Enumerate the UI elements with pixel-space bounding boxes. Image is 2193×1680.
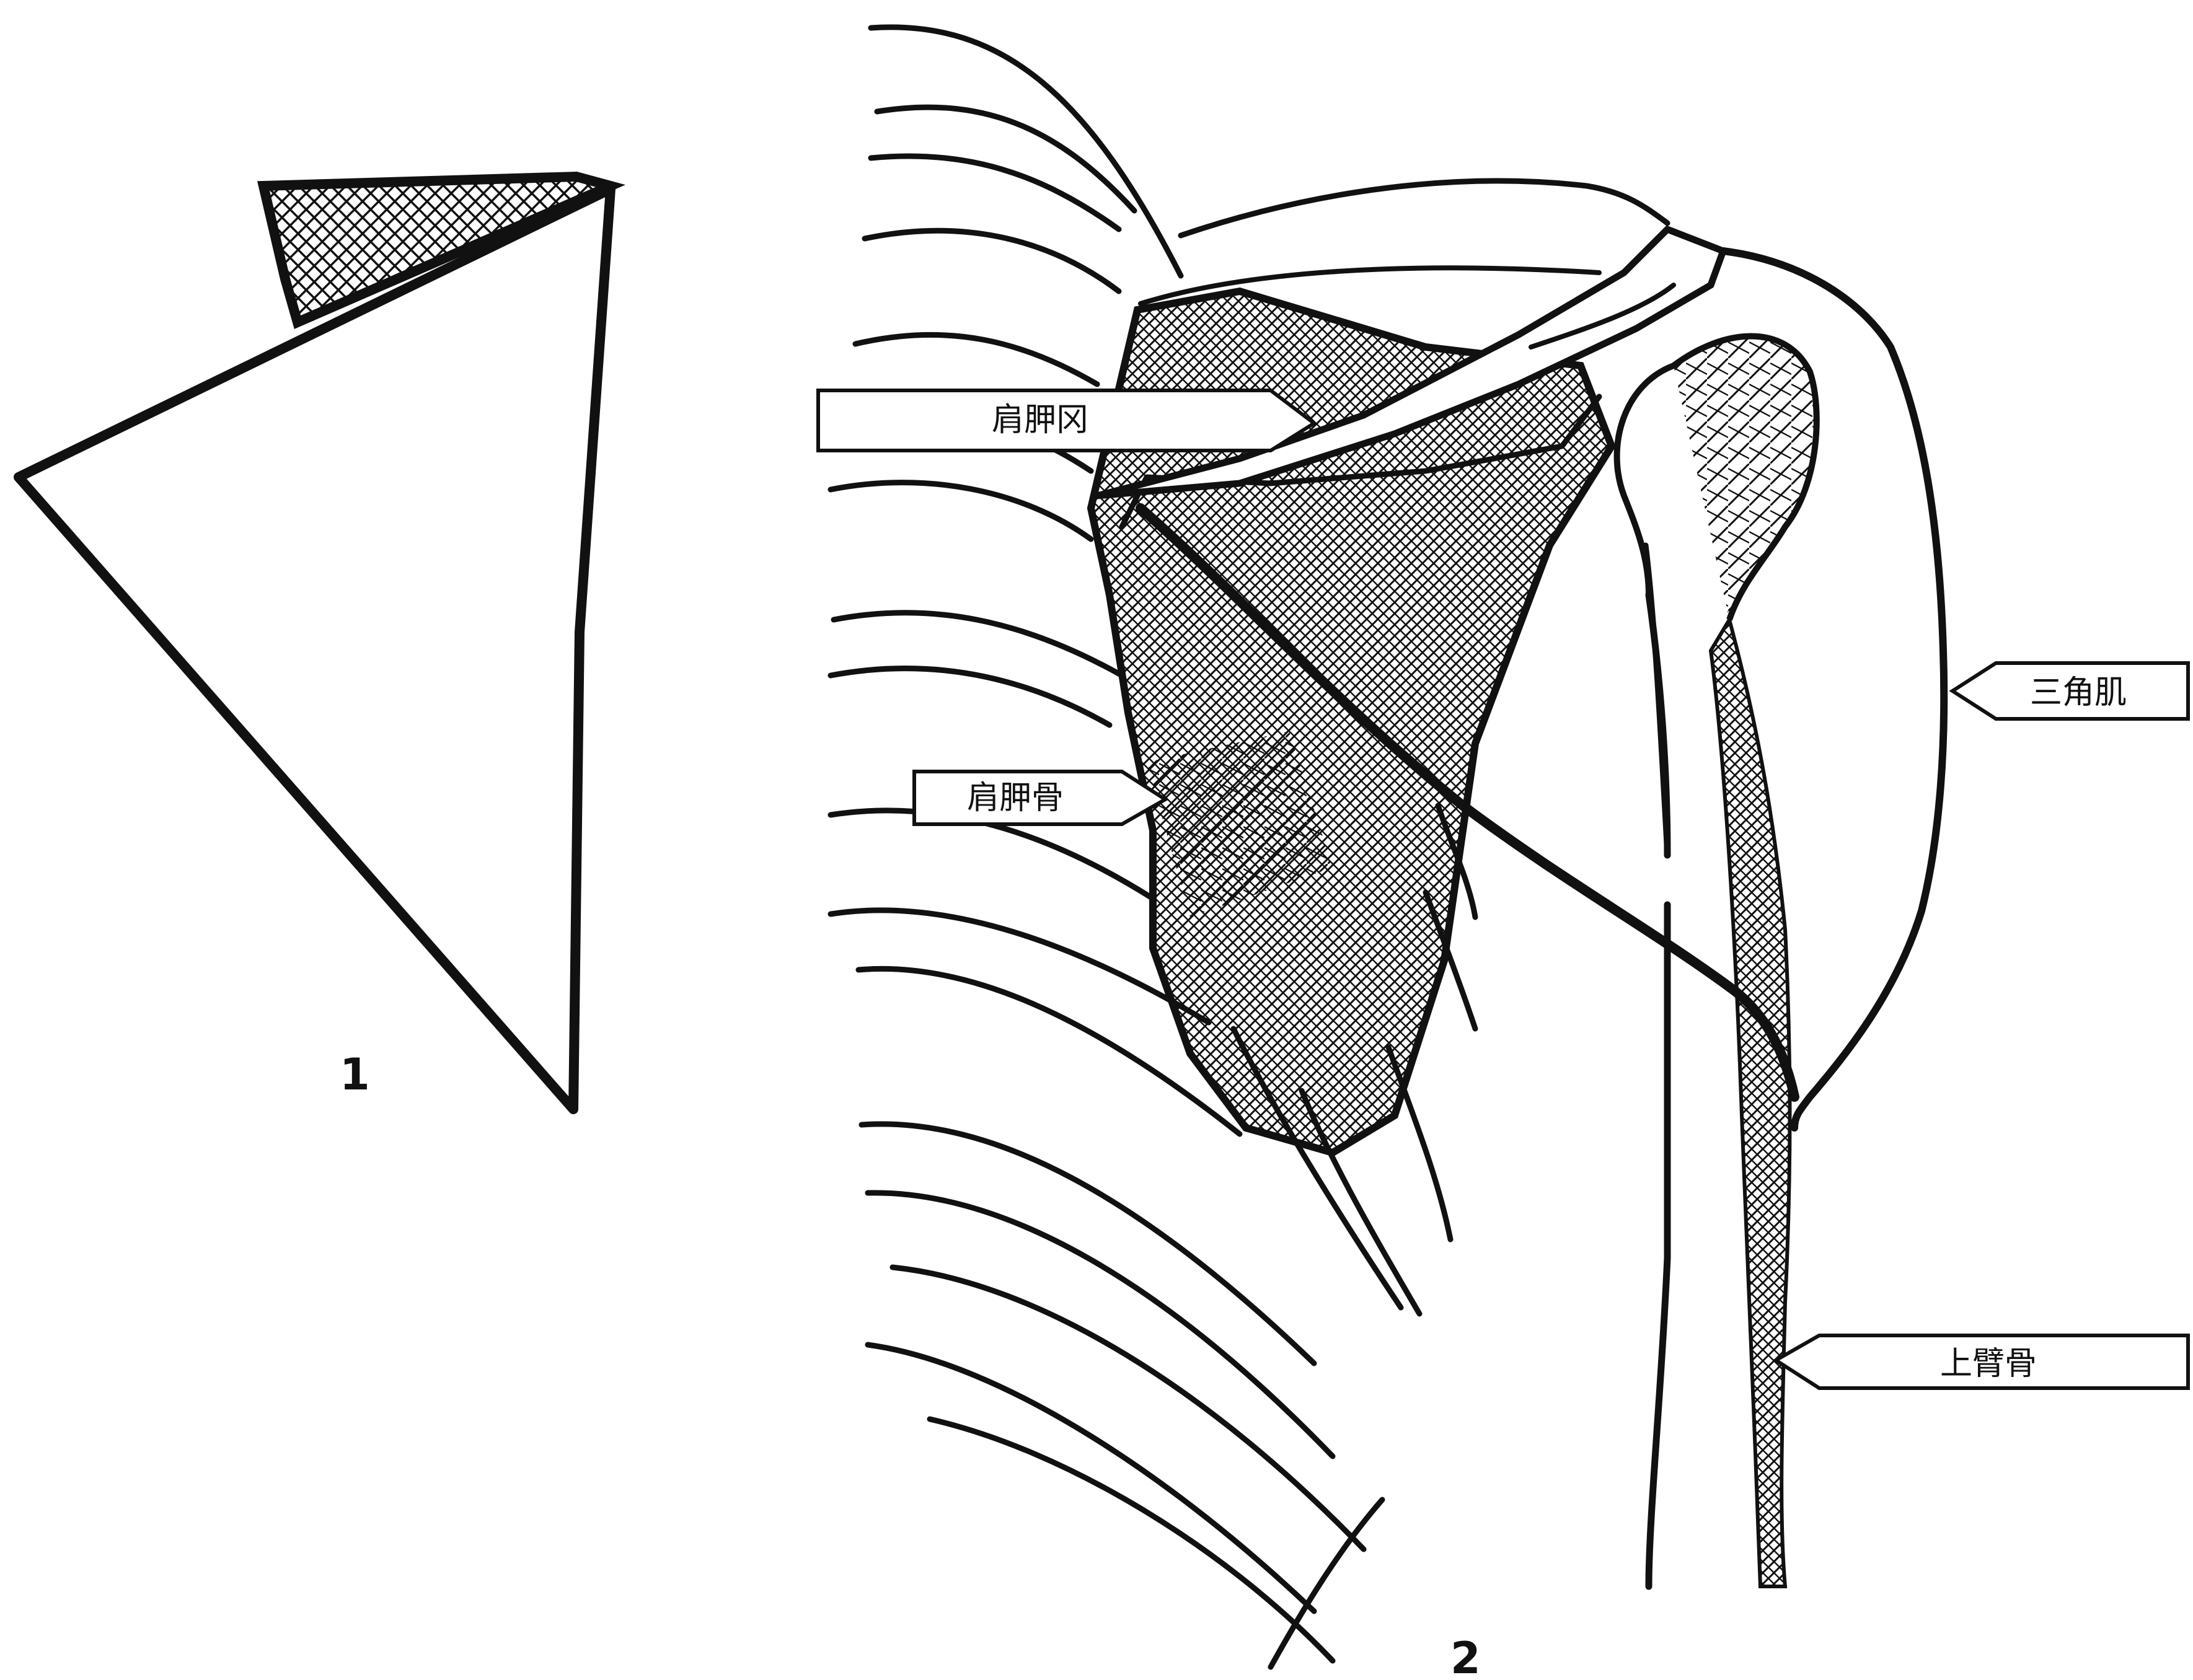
- label-humerus-text: 上臂骨: [1940, 1345, 2037, 1383]
- label-deltoid: 三角肌: [1953, 663, 2188, 719]
- label-scapular-notch: 肩胛冈: [818, 390, 1314, 451]
- humerus-head: [1674, 336, 1817, 620]
- shoulder-top-contour: [1181, 181, 1667, 235]
- scapula-spine-shaded: [263, 177, 611, 322]
- figure-1-number: 1: [340, 1049, 370, 1100]
- label-scapula: 肩胛骨: [914, 772, 1165, 824]
- figure-2-shoulder: [831, 27, 1944, 1667]
- humerus-shaft-right: [1711, 620, 1790, 1586]
- humerus-shaft-left: [1649, 595, 1667, 1586]
- scapula-triangle-outline: [19, 189, 611, 1109]
- figure-2-number: 2: [1450, 1633, 1481, 1680]
- label-humerus: 上臂骨: [1776, 1335, 2188, 1388]
- figure-1-scapula-triangle: 1: [19, 177, 611, 1109]
- label-scapula-text: 肩胛骨: [967, 780, 1064, 817]
- label-deltoid-text: 三角肌: [2030, 674, 2127, 711]
- label-scapular-notch-text: 肩胛冈: [992, 402, 1088, 439]
- humerus-ridge: [1646, 545, 1667, 855]
